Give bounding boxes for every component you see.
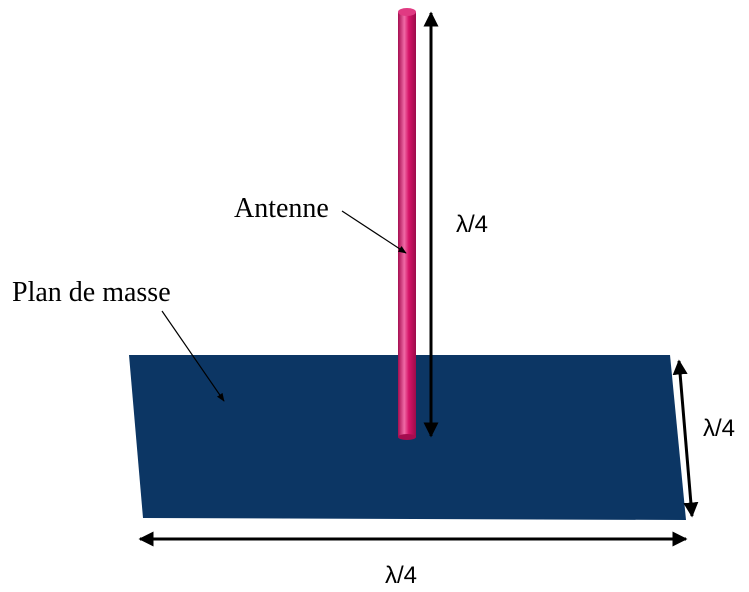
antenna-label: Antenne bbox=[234, 193, 329, 224]
antenna-rod bbox=[398, 8, 416, 440]
ground-plane-leader-line bbox=[161, 310, 225, 402]
antenna-leader-line bbox=[341, 210, 407, 254]
plane-depth-arrow bbox=[672, 359, 699, 518]
plane-depth-label: λ/4 bbox=[703, 415, 735, 442]
ground-plane-label: Plan de masse bbox=[12, 277, 171, 308]
plane-width-label: λ/4 bbox=[385, 562, 417, 589]
antenna-height-label: λ/4 bbox=[456, 211, 488, 238]
